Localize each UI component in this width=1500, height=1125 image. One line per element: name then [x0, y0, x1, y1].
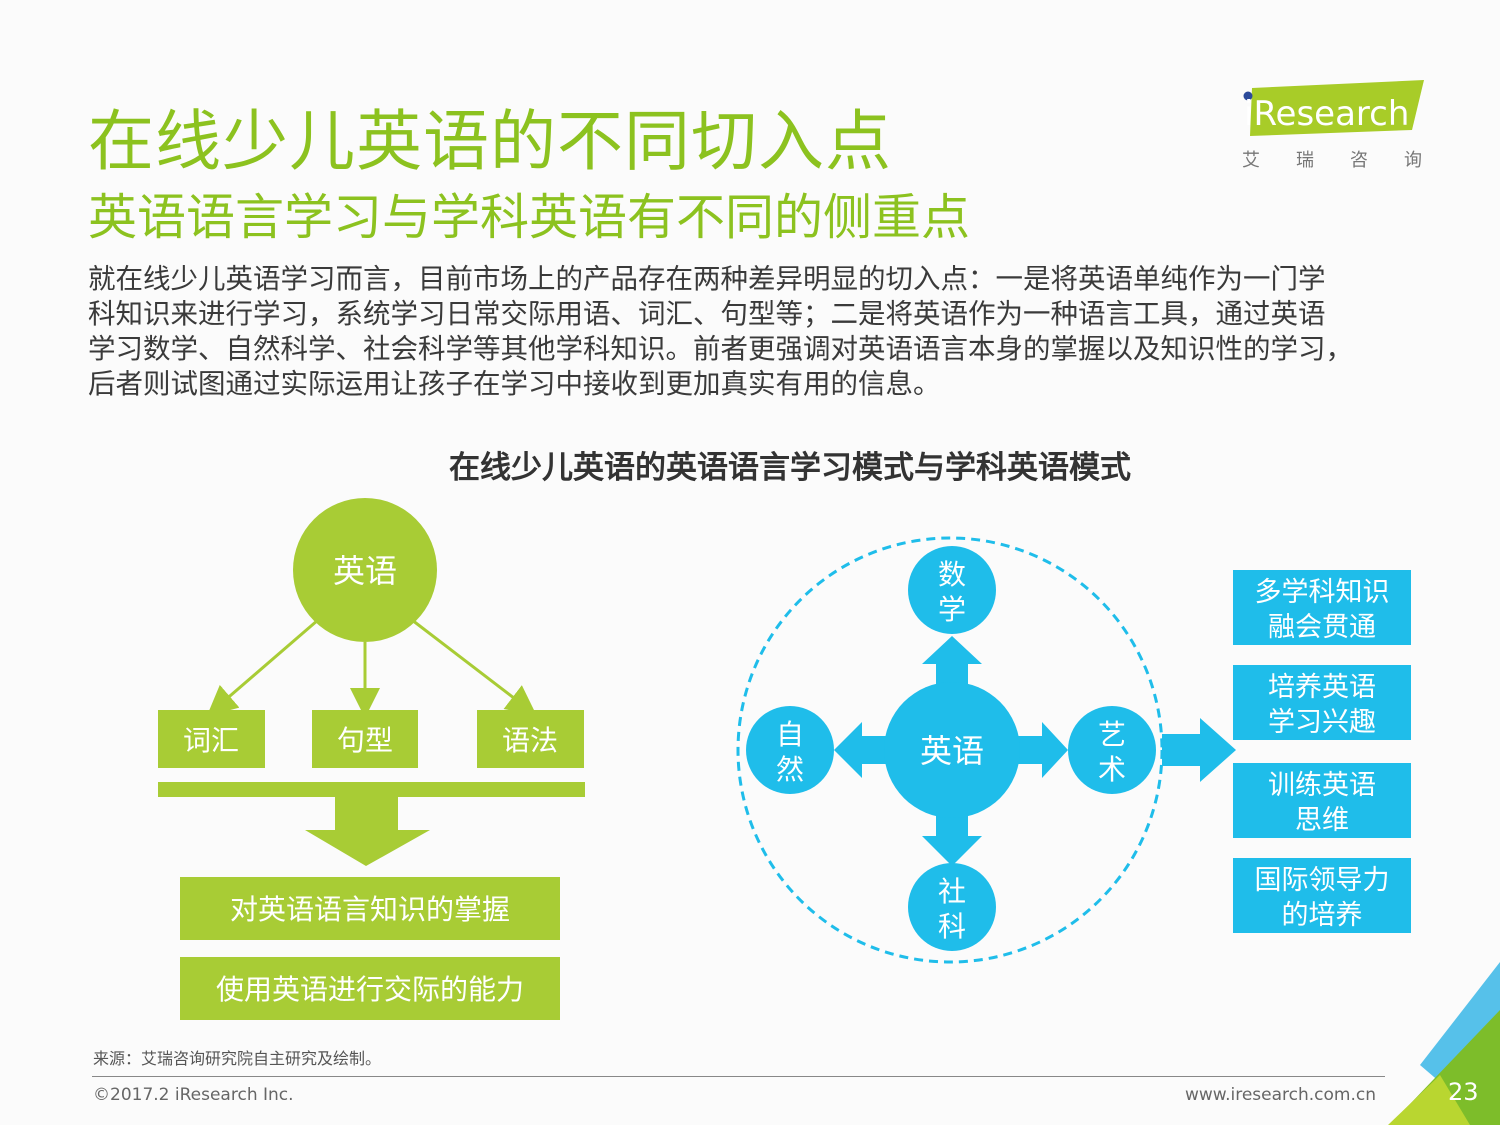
svg-text:学习兴趣: 学习兴趣: [1268, 707, 1376, 738]
svg-text:思维: 思维: [1295, 805, 1349, 836]
page-number: 23: [1448, 1078, 1479, 1106]
result-box: [180, 957, 560, 1020]
svg-text:询: 询: [1404, 150, 1422, 171]
root-circle: [293, 498, 437, 642]
svg-text:语法: 语法: [502, 724, 558, 757]
paragraph-line: 后者则试图通过实际运用让孩子在学习中接收到更加真实有用的信息。: [88, 368, 941, 400]
arrow-right-icon: [1014, 722, 1068, 778]
child-box: [158, 710, 265, 768]
svg-text:iResearch: iResearch: [1244, 94, 1409, 134]
merge-bar: [158, 782, 585, 797]
source-note: 来源：艾瑞咨询研究院自主研究及绘制。: [93, 1049, 382, 1068]
svg-text:数: 数: [938, 558, 966, 591]
paragraph-line: 学习数学、自然科学、社会科学等其他学科知识。前者更强调对英语语言本身的掌握以及知…: [88, 333, 1353, 365]
child-box: [312, 710, 418, 768]
svg-text:培养英语: 培养英语: [1268, 672, 1376, 703]
iresearch-logo: iResearch 艾 瑞 咨 询: [1242, 80, 1424, 171]
page-subtitle: 英语语言学习与学科英语有不同的侧重点: [88, 189, 971, 246]
svg-text:艾: 艾: [1242, 150, 1260, 171]
svg-text:瑞: 瑞: [1296, 150, 1314, 171]
satellite-art: [1068, 706, 1156, 794]
svg-text:科: 科: [938, 910, 966, 943]
arrow-right-big-icon: [1162, 718, 1236, 782]
svg-text:对英语语言知识的掌握: 对英语语言知识的掌握: [230, 893, 510, 926]
svg-text:多学科知识: 多学科知识: [1255, 577, 1390, 608]
subject-english-diagram: 英语 数 学 自 然 艺 术 社 科 多学科知识 融会贯通 培养英语 学习兴趣: [736, 536, 1411, 964]
svg-text:国际领导力: 国际领导力: [1255, 865, 1390, 896]
arrow-up-icon: [922, 636, 982, 690]
svg-text:学: 学: [938, 593, 966, 626]
svg-text:咨: 咨: [1350, 150, 1368, 171]
svg-text:艺: 艺: [1098, 718, 1126, 751]
down-arrow-icon: [305, 797, 430, 866]
arrow-down-icon: [922, 810, 982, 866]
svg-text:使用英语进行交际的能力: 使用英语进行交际的能力: [216, 973, 524, 1006]
satellite-nature: [746, 706, 834, 794]
svg-text:术: 术: [1098, 753, 1126, 786]
intro-paragraph: 就在线少儿英语学习而言，目前市场上的产品存在两种差异明显的切入点：一是将英语单纯…: [88, 262, 1433, 402]
outcome-box: 培养英语 学习兴趣: [1233, 665, 1411, 740]
outcome-box: 多学科知识 融会贯通: [1233, 570, 1411, 645]
footer-divider: [92, 1076, 1385, 1077]
result-box: [180, 877, 560, 940]
svg-text:自: 自: [776, 718, 804, 751]
svg-text:英语: 英语: [920, 732, 984, 770]
svg-text:社: 社: [938, 875, 966, 908]
svg-text:句型: 句型: [337, 724, 393, 757]
svg-text:词汇: 词汇: [183, 724, 239, 757]
language-learning-tree: 英语 词汇 句型 语法 对英语语言知识的掌握 使用英语进行交际的能力: [158, 498, 585, 1020]
satellite-math: [908, 546, 996, 634]
arrow-left-icon: [834, 722, 890, 778]
copyright: ©2017.2 iResearch Inc.: [93, 1085, 294, 1105]
svg-text:训练英语: 训练英语: [1268, 770, 1376, 801]
svg-text:然: 然: [776, 753, 804, 786]
paragraph-line: 科知识来进行学习，系统学习日常交际用语、词汇、句型等；二是将英语作为一种语言工具…: [88, 298, 1326, 330]
outcome-box: 国际领导力 的培养: [1233, 858, 1411, 933]
svg-text:融会贯通: 融会贯通: [1268, 612, 1376, 643]
satellite-social: [908, 863, 996, 951]
root-label: 英语: [333, 552, 397, 590]
center-circle: [884, 682, 1020, 818]
child-box: [477, 710, 584, 768]
svg-text:的培养: 的培养: [1282, 900, 1363, 931]
paragraph-line: 就在线少儿英语学习而言，目前市场上的产品存在两种差异明显的切入点：一是将英语单纯…: [88, 263, 1326, 295]
corner-decoration: [1388, 962, 1500, 1125]
website-link[interactable]: www.iresearch.com.cn: [1184, 1085, 1376, 1105]
outcome-box: 训练英语 思维: [1233, 763, 1411, 838]
diagram-title: 在线少儿英语的英语语言学习模式与学科英语模式: [449, 450, 1131, 486]
page-title: 在线少儿英语的不同切入点: [88, 103, 892, 180]
